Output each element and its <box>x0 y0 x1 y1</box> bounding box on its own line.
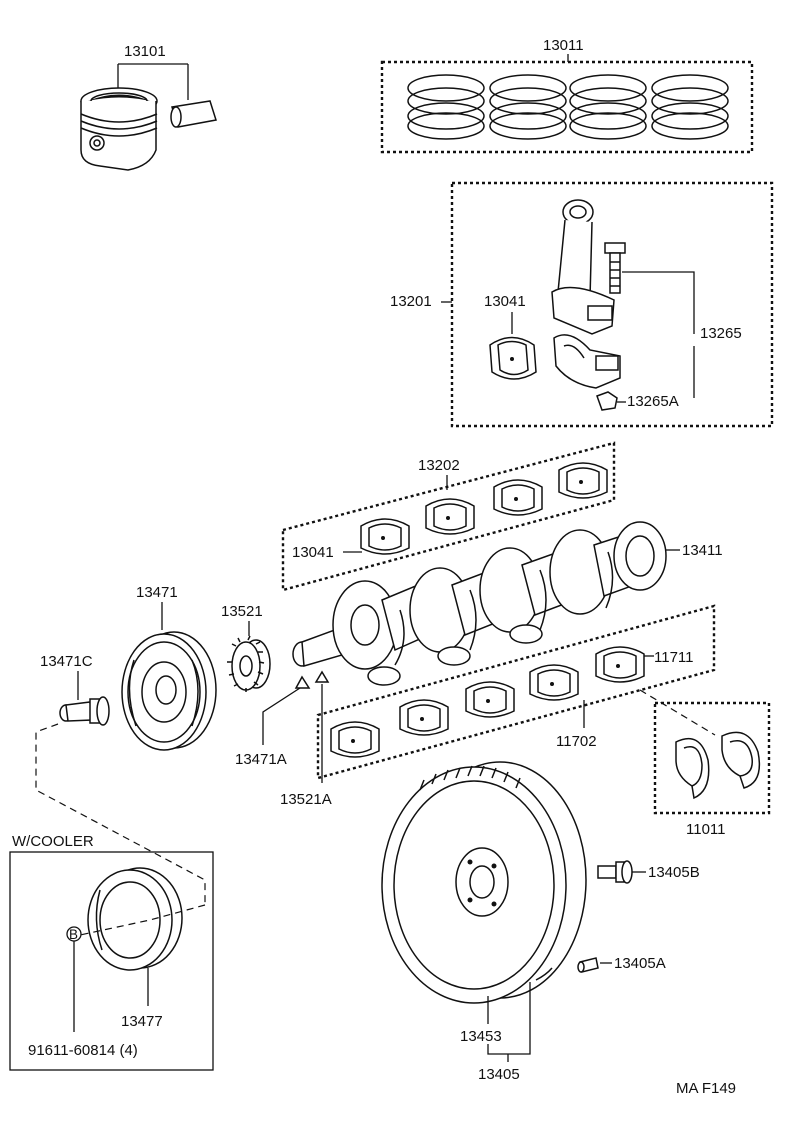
piston-assembly[interactable]: 13101 <box>80 43 217 171</box>
flywheel-assembly[interactable]: 13405B 13405A 13453 13405 <box>381 761 700 1083</box>
lower-main-bearings-icon <box>330 646 645 758</box>
part-label-13201: 13201 <box>390 293 432 310</box>
piston-ring-set[interactable]: 13011 <box>380 37 754 154</box>
flywheel-bolt-icon <box>597 860 633 884</box>
part-label-13041-rod: 13041 <box>484 293 526 310</box>
part-label-13471A: 13471A <box>235 751 287 768</box>
crankshaft[interactable]: 13411 <box>292 521 723 686</box>
crank-pulley-icon <box>121 631 217 751</box>
figure-code: MA F149 <box>676 1080 736 1097</box>
part-label-13521A: 13521A <box>280 791 332 808</box>
key-icon <box>294 670 330 689</box>
rod-bolt-icon <box>604 242 626 294</box>
part-label-13265A: 13265A <box>627 393 679 410</box>
part-label-13405A: 13405A <box>614 955 666 972</box>
part-label-13202: 13202 <box>418 457 460 474</box>
part-label-13471C: 13471C <box>40 653 93 670</box>
connecting-rod-assembly[interactable]: 13201 13041 13265 <box>390 181 774 428</box>
part-label-11702: 11702 <box>556 733 597 750</box>
lower-main-bearing-set[interactable]: 11711 11702 <box>316 604 716 780</box>
thrust-washer-set[interactable]: 11011 <box>639 689 771 838</box>
part-label-13453: 13453 <box>460 1028 502 1045</box>
woodruff-keys[interactable]: 13471A 13521A <box>235 670 332 808</box>
flywheel-icon <box>381 761 587 1004</box>
part-label-13101: 13101 <box>124 43 166 60</box>
bolt-marker-b: B <box>69 927 78 942</box>
section-label-w-cooler: W/COOLER <box>12 833 94 850</box>
thrust-washers-icon <box>675 731 761 800</box>
rod-nut-icon <box>596 391 618 411</box>
part-label-11011: 11011 <box>686 821 726 838</box>
with-cooler-section[interactable]: W/COOLER B 13477 91611-60814 (4) <box>9 833 214 1071</box>
part-label-13521: 13521 <box>221 603 263 620</box>
part-label-13405B: 13405B <box>648 864 700 881</box>
flywheel-pin-icon <box>577 957 599 973</box>
crankshaft-timing-gear[interactable]: 13521 <box>221 603 271 692</box>
part-label-13011: 13011 <box>543 37 584 54</box>
upper-main-bearing-set[interactable]: 13202 13041 <box>281 441 616 592</box>
rod-cap-icon <box>553 334 621 389</box>
piston-rings-icon <box>407 74 729 140</box>
upper-main-bearings-icon <box>360 462 608 555</box>
timing-gear-icon <box>227 635 271 692</box>
crankshaft-icon <box>292 521 667 686</box>
rod-bearing-icon <box>489 336 537 380</box>
piston-icon <box>80 87 158 171</box>
connecting-rod-icon <box>551 199 615 335</box>
part-label-13041-main: 13041 <box>292 544 334 561</box>
piston-pin-icon <box>170 100 217 128</box>
part-label-13411: 13411 <box>682 542 723 559</box>
part-label-13477: 13477 <box>121 1013 163 1030</box>
part-label-13471: 13471 <box>136 584 178 601</box>
part-label-91611: 91611-60814 (4) <box>28 1042 138 1059</box>
crankshaft-pulley[interactable]: 13471 <box>121 584 217 751</box>
part-label-13405: 13405 <box>478 1066 520 1083</box>
part-label-11711: 11711 <box>654 649 694 666</box>
part-label-13265: 13265 <box>700 325 742 342</box>
pulley-bolt[interactable]: 13471C <box>35 653 206 905</box>
pulley-bolt-icon <box>59 696 110 726</box>
cooler-pulley-icon <box>87 867 183 971</box>
